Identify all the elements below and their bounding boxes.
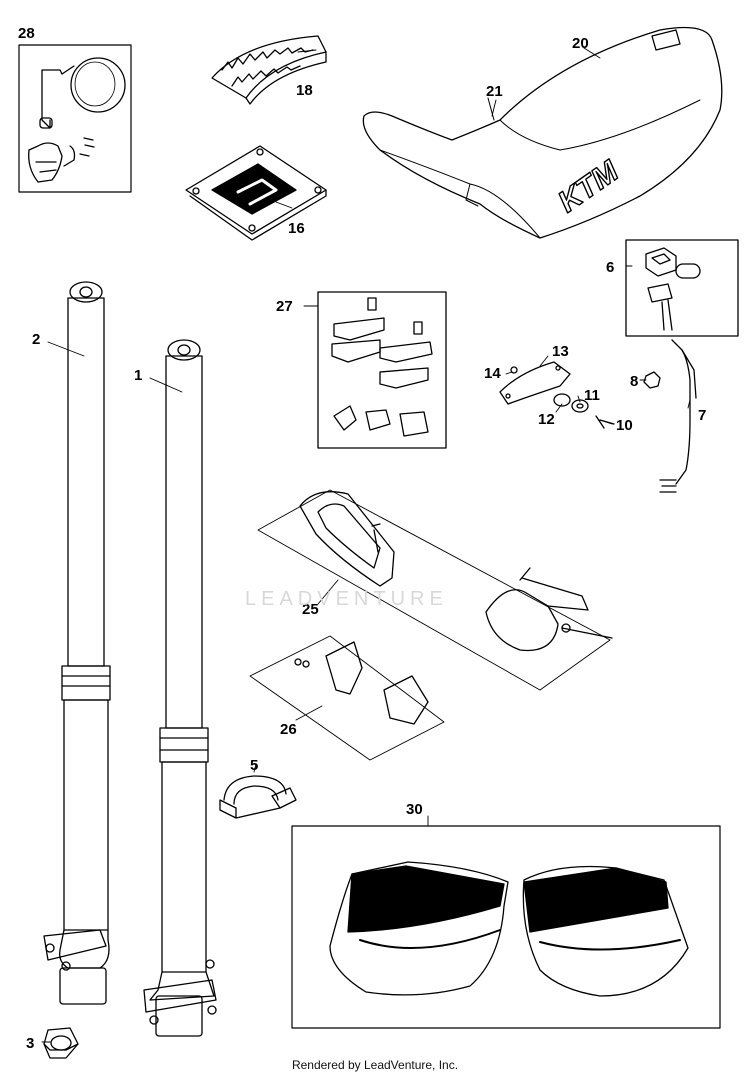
part-8-nut bbox=[643, 371, 661, 389]
callout-27: 27 bbox=[276, 298, 293, 315]
watermark: LEADVENTURE bbox=[245, 588, 448, 610]
callout-6: 6 bbox=[606, 259, 614, 276]
callout-11: 11 bbox=[584, 387, 600, 404]
callout-8: 8 bbox=[630, 373, 638, 390]
callout-5: 5 bbox=[250, 757, 258, 774]
part-20-seat: KTM bbox=[362, 26, 723, 239]
part-16-plate bbox=[185, 145, 327, 241]
callout-12: 12 bbox=[538, 411, 555, 428]
part-18-tire bbox=[211, 35, 327, 105]
part-30-decal-kit bbox=[291, 825, 721, 1029]
part-5-clamp bbox=[219, 775, 297, 819]
callout-18: 18 bbox=[296, 82, 313, 99]
part-2-fork-leg bbox=[43, 281, 111, 1005]
footer-credit: Rendered by LeadVenture, Inc. bbox=[291, 1058, 459, 1072]
part-25-handguard bbox=[257, 489, 613, 691]
part-12-washer bbox=[553, 393, 571, 407]
part-11-spacer bbox=[571, 399, 589, 413]
callout-30: 30 bbox=[406, 801, 423, 818]
part-28-mirror-kit bbox=[18, 44, 132, 193]
part-3-nut bbox=[43, 1027, 79, 1059]
callout-16: 16 bbox=[288, 220, 305, 237]
callout-2: 2 bbox=[32, 331, 40, 348]
callout-7: 7 bbox=[698, 407, 706, 424]
callout-20: 20 bbox=[572, 35, 589, 52]
part-7-cable bbox=[659, 339, 697, 493]
part-6-counter-kit bbox=[625, 239, 739, 337]
callout-labels: 28 18 16 20 21 6 27 2 1 13 14 8 11 7 12 … bbox=[18, 25, 706, 1052]
callout-1: 1 bbox=[134, 367, 142, 384]
part-26-handguard-cover bbox=[249, 635, 445, 761]
callout-21: 21 bbox=[486, 83, 503, 100]
part-27-handguard-mount-kit bbox=[317, 291, 447, 449]
part-1-fork-leg bbox=[143, 339, 217, 1037]
callout-28: 28 bbox=[18, 25, 35, 42]
callout-26: 26 bbox=[280, 721, 297, 738]
callout-3: 3 bbox=[26, 1035, 34, 1052]
callout-13: 13 bbox=[552, 343, 569, 360]
callout-10: 10 bbox=[616, 417, 633, 434]
callout-25: 25 bbox=[302, 601, 319, 618]
callout-14: 14 bbox=[484, 365, 501, 382]
leader-lines bbox=[41, 47, 691, 1043]
